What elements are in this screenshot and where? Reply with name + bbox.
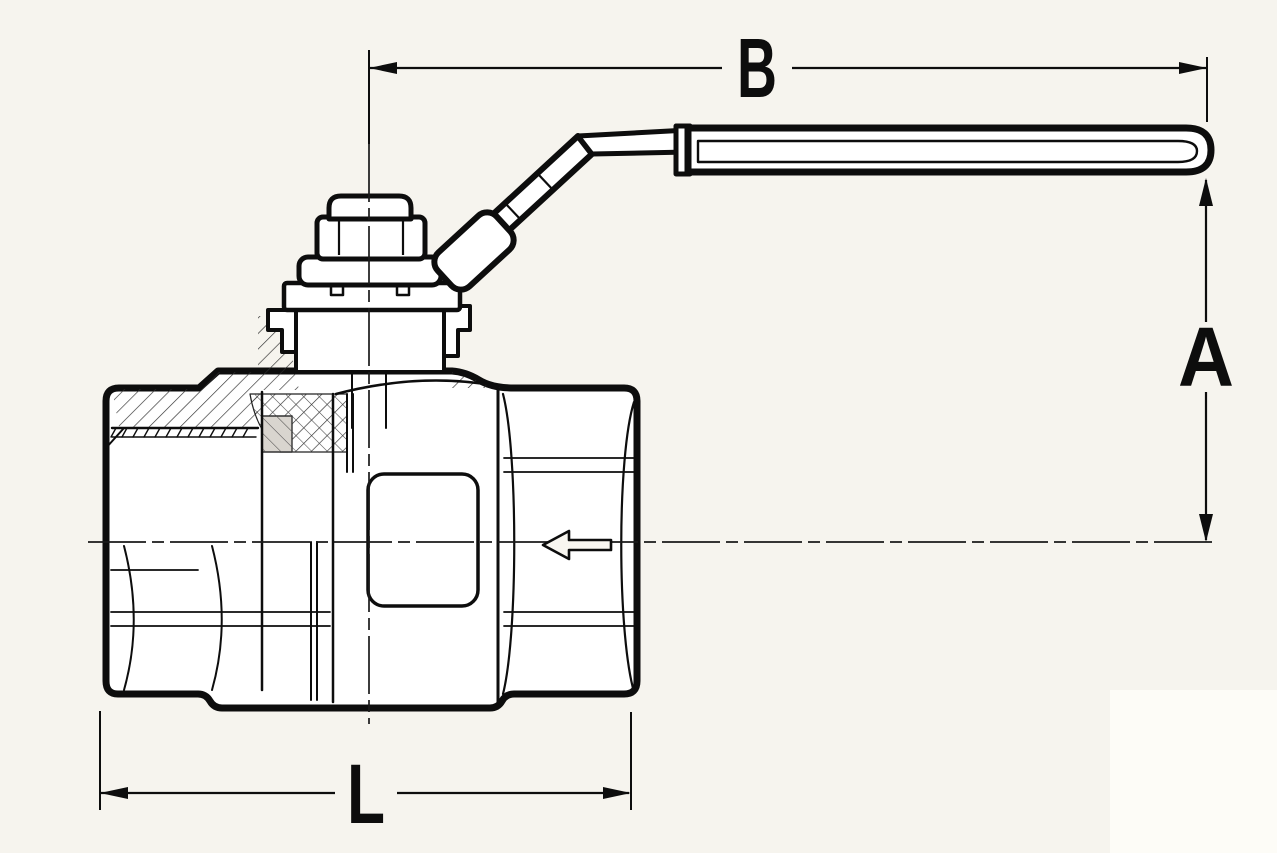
dimension-label-b: B — [737, 21, 777, 115]
dimension-label-l: L — [347, 747, 385, 841]
flow-direction-arrow — [541, 529, 613, 561]
dimension-l-arrow-right — [603, 787, 631, 799]
dimension-a-arrow-up — [1199, 178, 1213, 206]
gland-hex-nut — [314, 214, 428, 262]
handle-grip-inner-rod — [696, 139, 1199, 164]
dimension-a — [1199, 178, 1213, 542]
handle-bend-neck — [575, 127, 691, 157]
stem-top-cap — [326, 193, 414, 222]
bonnet-right-lug — [442, 304, 472, 358]
handle-shaft-ticks — [503, 172, 556, 222]
handle-wrench-flats — [431, 209, 517, 293]
centerlines — [88, 144, 1217, 724]
hex-flats-right — [501, 392, 636, 696]
ball-port — [366, 472, 480, 608]
dimension-l-arrow-left — [100, 787, 128, 799]
lever-handle — [431, 123, 1215, 293]
female-thread-left — [105, 426, 260, 449]
dimension-b-arrow-right — [1179, 62, 1207, 74]
dimension-b-arrow-left — [369, 62, 397, 74]
dimension-label-a: A — [1178, 310, 1234, 404]
hex-flats-left — [110, 545, 331, 691]
bonnet-stem-assembly — [266, 193, 472, 374]
dimension-l — [99, 711, 632, 810]
dimension-b — [368, 50, 1208, 144]
dimension-a-arrow-down — [1199, 514, 1213, 542]
section-hatch-neck-wedge — [258, 316, 299, 390]
section-hatch-band — [112, 372, 258, 427]
scan-light-patch — [1110, 690, 1277, 853]
bonnet-neck — [294, 306, 446, 374]
seat-insert-block-hatch — [262, 416, 292, 452]
valve-body — [102, 309, 641, 712]
